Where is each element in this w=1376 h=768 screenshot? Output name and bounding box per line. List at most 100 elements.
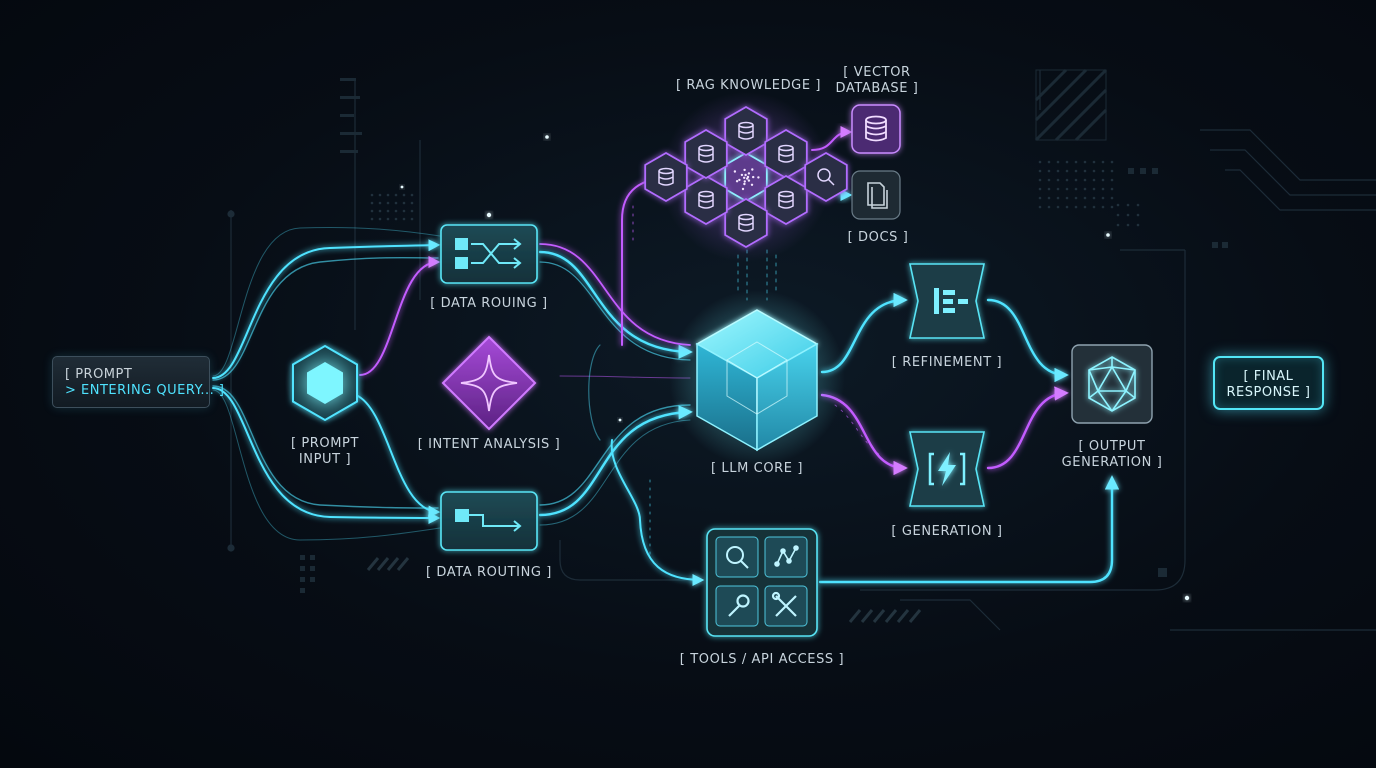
grid-dot	[1101, 178, 1105, 182]
grid-dot	[1110, 169, 1114, 173]
rag-knowledge-label: [ RAG KNOWLEDGE ]	[676, 78, 822, 93]
filter-icon	[934, 288, 968, 314]
generation-node[interactable]	[909, 431, 985, 507]
grid-dot	[1056, 169, 1060, 173]
grid-dot	[402, 209, 406, 213]
grid-dot	[1038, 205, 1042, 209]
connector-prompt-fan-bottom	[212, 387, 441, 524]
prompt-input-label: [ PROMPT INPUT ]	[285, 436, 365, 468]
llm-core-node[interactable]	[669, 290, 845, 466]
grid-dot	[402, 201, 406, 205]
grid-dot	[1056, 187, 1060, 191]
route-icon	[455, 509, 522, 532]
data-routing-top-node[interactable]	[440, 224, 538, 284]
grid-dot	[1101, 205, 1105, 209]
data-routing-top-label: [ DATA ROUING ]	[430, 296, 548, 311]
output-generation-label-line2: GENERATION ]	[1061, 455, 1163, 470]
grid-dot	[1136, 203, 1140, 207]
output-generation-node[interactable]	[1071, 344, 1153, 424]
grid-dot	[1092, 196, 1096, 200]
grid-dot	[1126, 213, 1130, 217]
documents-icon	[867, 182, 888, 209]
grid-dot	[1074, 205, 1078, 209]
sparkles	[400, 135, 1190, 601]
database-icon	[658, 167, 674, 186]
grid-dot	[1056, 160, 1060, 164]
grid-dot	[1047, 169, 1051, 173]
grid-dot	[410, 217, 414, 221]
network-icon	[733, 168, 760, 191]
grid-dot	[1126, 223, 1130, 227]
final-response-box[interactable]: [ FINAL RESPONSE ]	[1213, 356, 1324, 410]
grid-dot	[394, 209, 398, 213]
connector-input-to-routing-bottom	[355, 394, 441, 518]
database-icon	[738, 213, 754, 232]
grid-dot	[1092, 187, 1096, 191]
data-routing-bottom-node[interactable]	[440, 491, 538, 551]
database-icon	[865, 115, 887, 142]
tools-node[interactable]	[706, 528, 818, 637]
docs-label: [ DOCS ]	[847, 230, 909, 245]
vector-database-label: [ VECTOR DATABASE ]	[832, 65, 922, 97]
grid-dot	[1065, 205, 1069, 209]
grid-dot	[370, 209, 374, 213]
grid-dot	[370, 193, 374, 197]
llm-core-label: [ LLM CORE ]	[711, 461, 803, 476]
intent-analysis-node[interactable]	[441, 335, 537, 431]
grid-dot	[1101, 196, 1105, 200]
grid-dot	[1047, 160, 1051, 164]
rag-knowledge-cluster[interactable]	[644, 92, 848, 262]
grid-dot	[1136, 213, 1140, 217]
grid-dot	[1038, 178, 1042, 182]
sparkle-icon	[460, 354, 518, 412]
vector-database-label-line1: [ VECTOR	[843, 65, 911, 80]
data-routing-bottom-label: [ DATA ROUTING ]	[426, 565, 552, 580]
grid-dot	[1092, 205, 1096, 209]
prompt-box[interactable]: [ PROMPT > ENTERING QUERY... ]	[52, 356, 224, 408]
refinement-node[interactable]	[909, 263, 985, 339]
generation-label: [ GENERATION ]	[891, 524, 1003, 539]
cube-icon	[726, 341, 788, 415]
output-generation-label-line1: [ OUTPUT	[1078, 439, 1146, 454]
grid-dot	[1038, 160, 1042, 164]
grid-dot	[370, 201, 374, 205]
grid-dot	[1110, 187, 1114, 191]
lightning-icon	[928, 452, 966, 486]
connector-routing-bottom-to-core	[538, 405, 693, 517]
grid-dot	[386, 201, 390, 205]
grid-dot	[1074, 160, 1078, 164]
background-circuitry	[227, 70, 1376, 631]
grid-dot	[378, 201, 382, 205]
grid-dot	[1074, 196, 1078, 200]
grid-dot	[378, 217, 382, 221]
final-response-line2: RESPONSE ]	[1226, 385, 1311, 400]
grid-dot	[1101, 169, 1105, 173]
grid-dot	[1056, 205, 1060, 209]
grid-dot	[1065, 187, 1069, 191]
prompt-input-node[interactable]	[285, 343, 365, 423]
connector-prompt-fan-top	[212, 239, 441, 379]
rag-cell	[644, 151, 688, 203]
grid-dot	[1092, 169, 1096, 173]
grid-dot	[1065, 169, 1069, 173]
grid-dot	[1074, 187, 1078, 191]
prompt-input-label-line2: INPUT ]	[298, 452, 352, 467]
grid-dot	[402, 193, 406, 197]
grid-dot	[1038, 196, 1042, 200]
grid-dot	[394, 193, 398, 197]
rag-cell	[684, 128, 728, 180]
vector-database-node[interactable]	[851, 104, 901, 154]
chat-icon	[698, 144, 714, 163]
rag-cell	[804, 151, 848, 203]
grid-dot	[1074, 178, 1078, 182]
grid-dot	[1083, 196, 1087, 200]
grid-dot	[1136, 223, 1140, 227]
connector-refinement-to-output	[986, 298, 1069, 383]
grid-dot	[1092, 160, 1096, 164]
docs-node[interactable]	[851, 170, 901, 220]
grid-dot	[394, 217, 398, 221]
shuffle-icon	[455, 238, 522, 269]
grid-dot	[1083, 178, 1087, 182]
grid-dot	[1110, 205, 1114, 209]
